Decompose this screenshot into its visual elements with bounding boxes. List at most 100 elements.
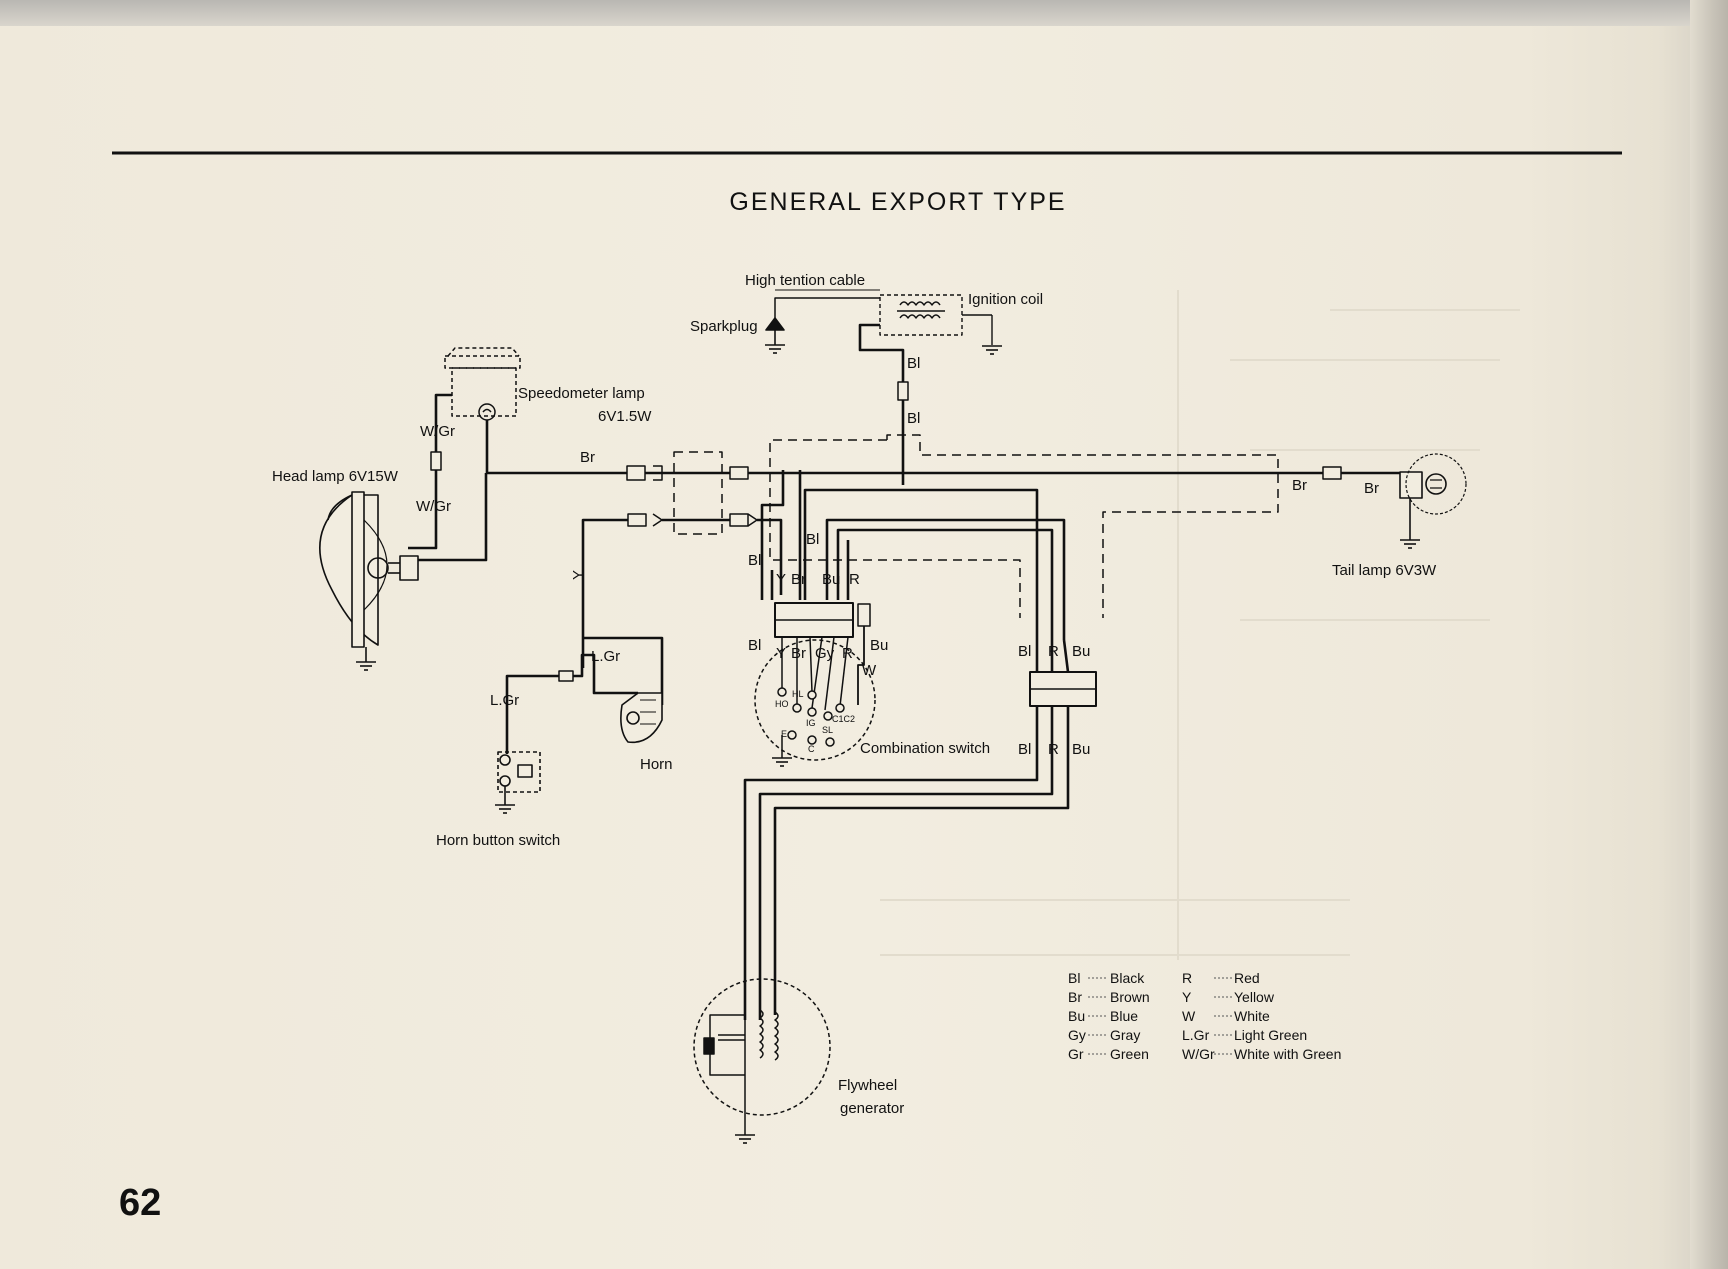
legend-name: Green bbox=[1110, 1046, 1149, 1062]
wire-connector bbox=[626, 465, 646, 481]
wire-label-bu: Bu bbox=[822, 571, 840, 588]
wire-label-r: R bbox=[842, 645, 853, 662]
legend-code: Y bbox=[1182, 989, 1192, 1005]
terminal-label-ig: IG bbox=[806, 718, 816, 728]
wire-label-y: Y bbox=[776, 645, 786, 662]
wire-label-br: Br bbox=[791, 645, 806, 662]
wire-label-br: Br bbox=[580, 449, 595, 466]
light-green-wire bbox=[505, 674, 559, 754]
wire-label-l-gr: L.Gr bbox=[591, 648, 620, 665]
ignition-black-wire bbox=[858, 323, 905, 485]
yellow-wire-main bbox=[757, 518, 783, 595]
legend-name: White bbox=[1234, 1008, 1270, 1024]
sparkplug-label: Sparkplug bbox=[690, 318, 758, 335]
ignition-coil-symbol bbox=[879, 294, 993, 345]
speedometer-lamp-label: Speedometer lamp bbox=[518, 385, 645, 402]
legend-code: L.Gr bbox=[1182, 1027, 1210, 1043]
connector-bracket bbox=[652, 513, 663, 527]
legend-name: Brown bbox=[1110, 989, 1150, 1005]
wire-label-bl: Bl bbox=[907, 355, 920, 372]
legend-name: Black bbox=[1110, 970, 1145, 986]
wire-label-bu: Bu bbox=[1072, 741, 1090, 758]
wire-label-y: Y bbox=[570, 570, 587, 580]
wire-label-bl: Bl bbox=[1018, 741, 1031, 758]
combination-switch-symbol bbox=[754, 636, 876, 761]
brown-wire-headlamp bbox=[418, 473, 488, 562]
wire-connector bbox=[897, 381, 909, 401]
wire-connector bbox=[1322, 466, 1342, 480]
wire-label-gy: Gy bbox=[815, 645, 835, 662]
horn-symbol bbox=[620, 692, 663, 744]
black-wire-switch bbox=[760, 470, 785, 600]
flywheel-generator-label-2: generator bbox=[840, 1100, 904, 1117]
sparkplug-symbol bbox=[765, 317, 785, 345]
wire-label-bl: Bl bbox=[748, 552, 761, 569]
ground-symbol bbox=[765, 344, 785, 354]
ground-symbol bbox=[772, 757, 792, 767]
legend-code: Gy bbox=[1068, 1027, 1086, 1043]
connector-bracket bbox=[747, 513, 758, 527]
horn-button-switch-symbol bbox=[497, 751, 541, 805]
wire-label-y: Y bbox=[776, 571, 786, 588]
tail-lamp-label: Tail lamp 6V3W bbox=[1332, 562, 1437, 579]
tail-lamp-symbol bbox=[1399, 453, 1467, 540]
wire-connector bbox=[430, 451, 442, 471]
legend-name: Gray bbox=[1110, 1027, 1140, 1043]
wire-label-bl: Bl bbox=[1018, 643, 1031, 660]
horn-button-switch-label: Horn button switch bbox=[436, 832, 560, 849]
wire-label-l-gr: L.Gr bbox=[490, 692, 519, 709]
terminal-label-hl: HL bbox=[792, 689, 804, 699]
flywheel-generator-label-1: Flywheel bbox=[838, 1077, 897, 1094]
wire-label-br: Br bbox=[1364, 480, 1379, 497]
brown-wire-speedometer bbox=[485, 420, 630, 475]
wire-label-br: Br bbox=[791, 571, 806, 588]
wire-label-bl: Bl bbox=[748, 637, 761, 654]
wire-connector bbox=[729, 513, 749, 527]
horn-label: Horn bbox=[640, 756, 673, 773]
blue-wire-generator bbox=[773, 706, 1070, 1015]
wire-label-r: R bbox=[1048, 643, 1059, 660]
legend-code: Bl bbox=[1068, 970, 1080, 986]
harness-dashed-outline bbox=[673, 434, 1279, 618]
wire-connector bbox=[627, 513, 647, 527]
terminal-label-ho: HO bbox=[775, 699, 789, 709]
combination-switch-fuse bbox=[857, 603, 871, 627]
black-wire-generator-outer bbox=[1035, 639, 1070, 673]
flywheel-generator-symbol bbox=[693, 978, 831, 1135]
red-wire-generator bbox=[758, 706, 1054, 1020]
legend-code: Br bbox=[1068, 989, 1082, 1005]
connector-bracket bbox=[653, 465, 663, 481]
white-wire-switch bbox=[857, 626, 865, 705]
wire-connector bbox=[729, 466, 749, 480]
wire-label-w: W bbox=[862, 662, 877, 679]
page-number: 62 bbox=[119, 1182, 161, 1224]
legend-code: Gr bbox=[1068, 1046, 1084, 1062]
high-tension-cable-label: High tention cable bbox=[745, 272, 865, 289]
terminal-label-c1c2: C1C2 bbox=[832, 714, 855, 724]
wire-label-br: Br bbox=[1292, 477, 1307, 494]
ground-symbol bbox=[356, 661, 376, 671]
terminal-label-c: C bbox=[808, 744, 815, 754]
wire-label-w-gr: W/Gr bbox=[420, 423, 455, 440]
wire-label-w-gr: W/Gr bbox=[416, 498, 451, 515]
ignition-coil-label: Ignition coil bbox=[968, 291, 1043, 308]
harness-bus bbox=[803, 488, 1039, 640]
legend-name: Light Green bbox=[1234, 1027, 1307, 1043]
legend-name: White with Green bbox=[1234, 1046, 1341, 1062]
page-title: GENERAL EXPORT TYPE bbox=[729, 188, 1066, 216]
legend-code: Bu bbox=[1068, 1008, 1085, 1024]
terminal-label-e: E bbox=[781, 729, 787, 739]
high-tension-cable-wire bbox=[774, 297, 880, 322]
wire-label-bu: Bu bbox=[1072, 643, 1090, 660]
blue-wire-switch bbox=[825, 518, 1066, 640]
white-green-wire bbox=[408, 393, 452, 550]
ground-symbol bbox=[735, 1134, 755, 1144]
wire-label-r: R bbox=[1048, 741, 1059, 758]
page-binding-edge bbox=[1690, 0, 1728, 1269]
black-wire-generator bbox=[743, 706, 1039, 1020]
legend-code: W/Gr bbox=[1182, 1046, 1215, 1062]
light-green-wire bbox=[572, 653, 638, 695]
ground-symbol bbox=[982, 345, 1002, 355]
legend-name: Yellow bbox=[1234, 989, 1275, 1005]
